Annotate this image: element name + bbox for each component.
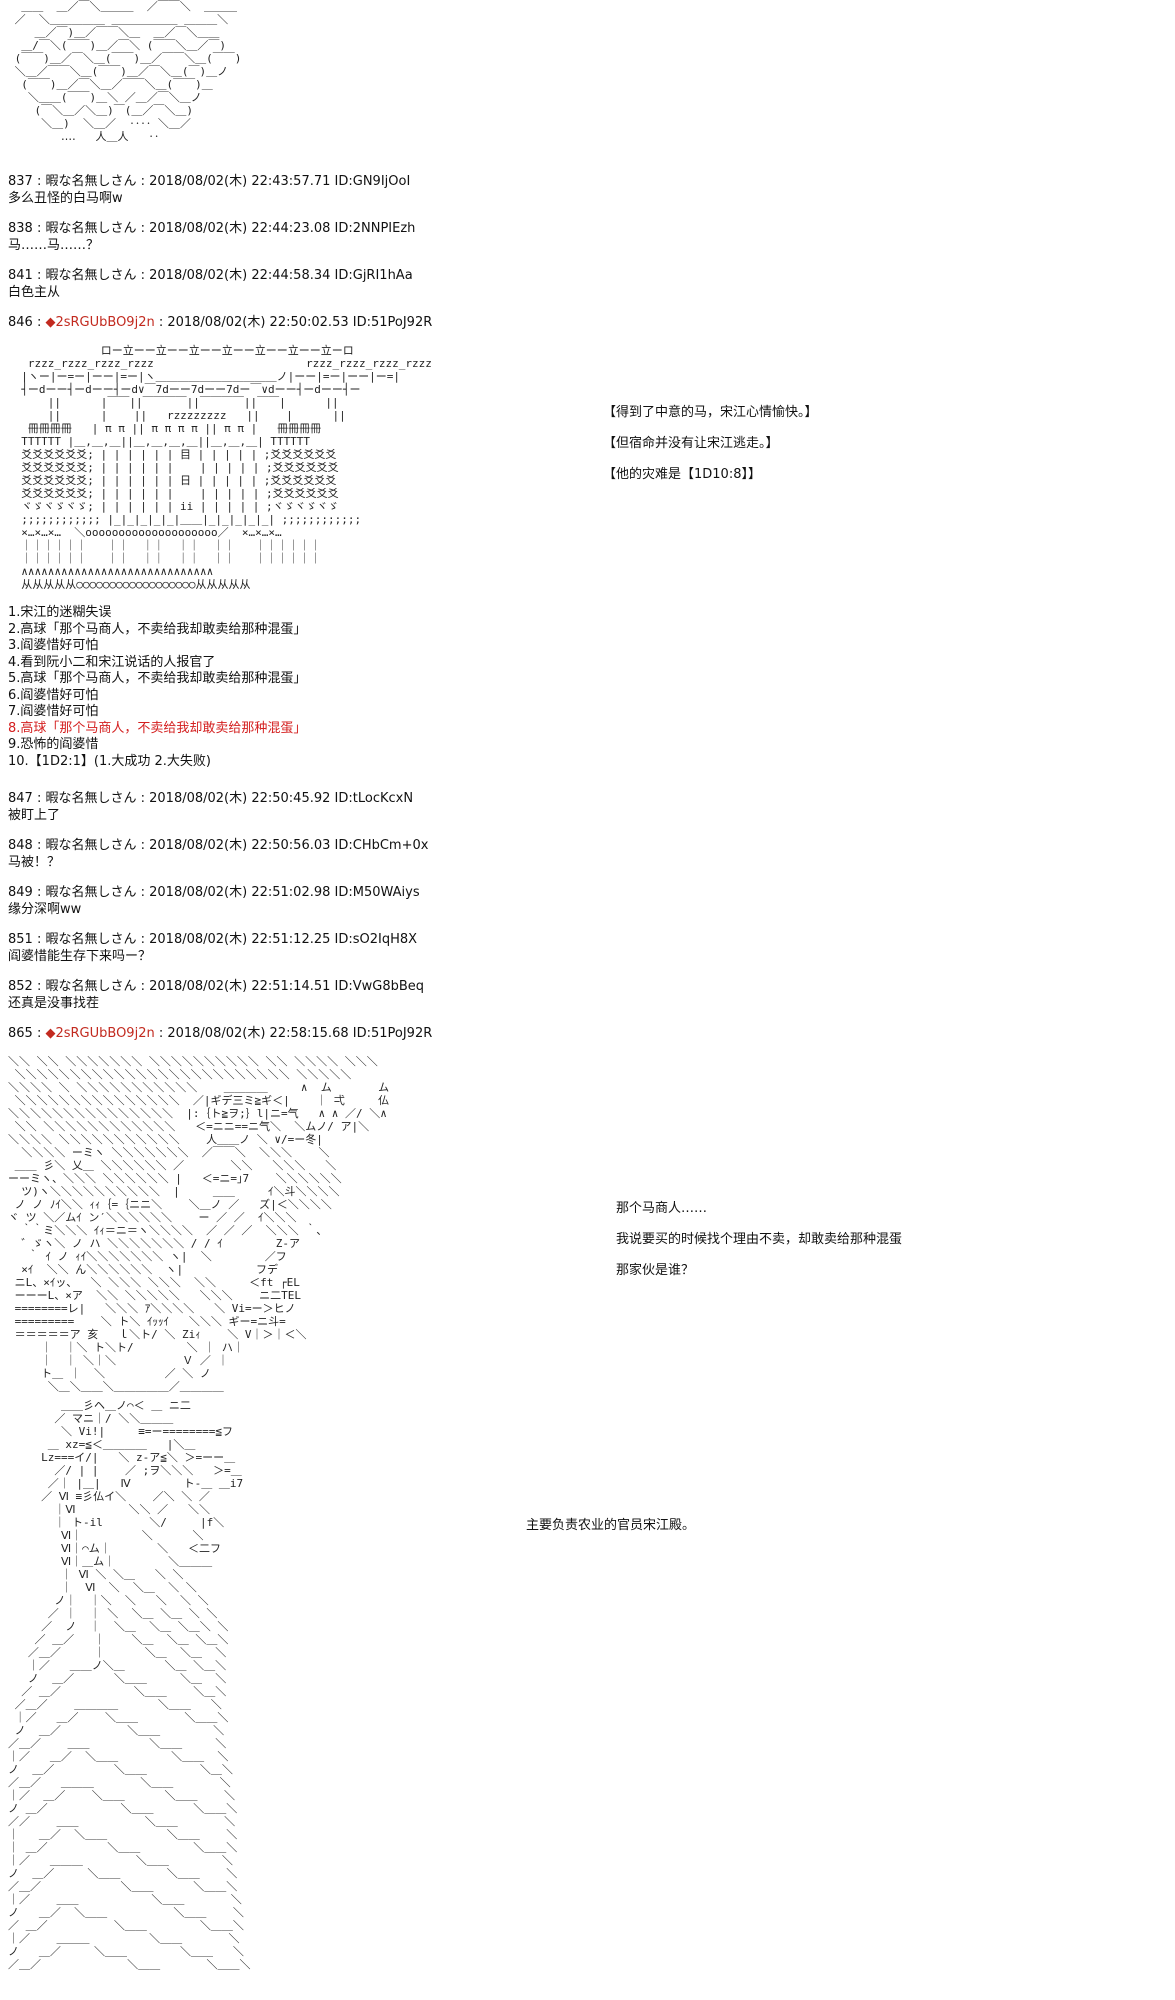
ascii-art-songjiang: ＿＿彡ヘ＿ノ⌒＜ ＿ ニ二 ／ マニ｜/ ＼＼＿＿＿ ＼ Vi!| ≡=ー===…	[8, 1399, 251, 1971]
post-865: 865 : ◆2sRGUbBO9j2n : 2018/08/02(木) 22:5…	[8, 1025, 1175, 1042]
post-header: 846 : ◆2sRGUbBO9j2n : 2018/08/02(木) 22:5…	[8, 314, 1175, 331]
post-author: 暇な名無しさん	[45, 174, 137, 189]
post-header: 848 : 暇な名無しさん : 2018/08/02(木) 22:50:56.0…	[8, 837, 1175, 854]
post-number: 848 :	[8, 838, 46, 853]
post-852: 852 : 暇な名無しさん : 2018/08/02(木) 22:51:14.5…	[8, 978, 1175, 1012]
post-header: 837 : 暇な名無しさん : 2018/08/02(木) 22:43:57.7…	[8, 173, 1175, 190]
post-header: 849 : 暇な名無しさん : 2018/08/02(木) 22:51:02.9…	[8, 884, 1175, 901]
narration-line: 【得到了中意的马，宋江心情愉快。】	[603, 405, 818, 420]
post-838: 838 : 暇な名無しさん : 2018/08/02(木) 22:44:23.0…	[8, 220, 1175, 254]
dialogue-block: 那个马商人…… 我说要买的时候找个理由不卖，却敢卖给那种混蛋 那家伙是谁？	[616, 1200, 902, 1293]
post-datetime-id: : 2018/08/02(木) 22:50:45.92 ID:tLocKcxN	[136, 791, 414, 806]
dialogue-line: 我说要买的时候找个理由不卖，却敢卖给那种混蛋	[616, 1232, 903, 1247]
choice-item-7: 7.阎婆惜好可怕	[8, 704, 99, 719]
ascii-art-stable: ロー立ーー立ーー立ーー立ーー立ーー立ーー立ーロ rzzz_rzzz_rzzz_r…	[21, 344, 432, 591]
choice-item-4: 4.看到阮小二和宋江说话的人报官了	[8, 654, 216, 670]
scene-songjiang: ＿＿彡ヘ＿ノ⌒＜ ＿ ニ二 ／ マニ｜/ ＼＼＿＿＿ ＼ Vi!| ≡=ー===…	[8, 1399, 1175, 1971]
post-body: 马……马……？	[8, 238, 100, 253]
post-number: 851 :	[8, 932, 46, 947]
post-datetime-id: : 2018/08/02(木) 22:51:02.98 ID:M50WAiys	[136, 885, 420, 900]
narration-line: 【但宿命并没有让宋江逃走。】	[603, 436, 779, 451]
choice-item-6: 6.阎婆惜好可怕	[8, 687, 99, 703]
post-author: 暇な名無しさん	[45, 885, 137, 900]
post-header: 865 : ◆2sRGUbBO9j2n : 2018/08/02(木) 22:5…	[8, 1025, 1175, 1042]
post-header: 852 : 暇な名無しさん : 2018/08/02(木) 22:51:14.5…	[8, 978, 1175, 995]
scene-merchant: ＼＼ ＼＼ ＼＼＼＼＼＼＼ ＼＼＼＼＼＼＼＼＼＼ ＼＼ ＼＼＼＼ ＼＼＼ ＼＼＼…	[8, 1055, 1175, 1393]
post-body: 还真是没事找茬	[8, 996, 100, 1011]
choice-item-5: 5.高球「那个马商人，不卖给我却敢卖给那种混蛋」	[8, 671, 307, 686]
post-851: 851 : 暇な名無しさん : 2018/08/02(木) 22:51:12.2…	[8, 931, 1175, 965]
post-number: 841 :	[8, 268, 46, 283]
post-datetime-id: : 2018/08/02(木) 22:50:56.03 ID:CHbCm+0x	[136, 838, 429, 853]
post-datetime-id: : 2018/08/02(木) 22:51:14.51 ID:VwG8bBeq	[136, 979, 425, 994]
post-datetime-id: : 2018/08/02(木) 22:43:57.71 ID:GN9IjOoI	[136, 174, 411, 189]
post-847: 847 : 暇な名無しさん : 2018/08/02(木) 22:50:45.9…	[8, 790, 1175, 824]
choice-item-3: 3.阎婆惜好可怕	[8, 638, 99, 653]
post-author: 暇な名無しさん	[45, 221, 137, 236]
post-datetime-id: : 2018/08/02(木) 22:51:12.25 ID:sO2IqH8X	[136, 932, 418, 947]
post-author: 暇な名無しさん	[45, 791, 137, 806]
post-846: 846 : ◆2sRGUbBO9j2n : 2018/08/02(木) 22:5…	[8, 314, 1175, 331]
post-number: 852 :	[8, 979, 46, 994]
post-header: 838 : 暇な名無しさん : 2018/08/02(木) 22:44:23.0…	[8, 220, 1175, 237]
post-header: 847 : 暇な名無しさん : 2018/08/02(木) 22:50:45.9…	[8, 790, 1175, 807]
post-datetime-id: : 2018/08/02(木) 22:44:58.34 ID:GjRI1hAa	[136, 268, 413, 283]
post-author: 暇な名無しさん	[45, 268, 137, 283]
choice-item-9: 9.恐怖的阎婆惜	[8, 737, 99, 752]
post-header: 841 : 暇な名無しさん : 2018/08/02(木) 22:44:58.3…	[8, 267, 1175, 284]
dialogue-line: 那个马商人……	[616, 1201, 708, 1216]
post-body: 白色主从	[8, 285, 61, 300]
post-number: 837 :	[8, 174, 46, 189]
post-author-tripcode: ◆2sRGUbBO9j2n	[45, 315, 155, 330]
post-number: 838 :	[8, 221, 46, 236]
post-848: 848 : 暇な名無しさん : 2018/08/02(木) 22:50:56.0…	[8, 837, 1175, 871]
post-841: 841 : 暇な名無しさん : 2018/08/02(木) 22:44:58.3…	[8, 267, 1175, 301]
post-837: 837 : 暇な名無しさん : 2018/08/02(木) 22:43:57.7…	[8, 173, 1175, 207]
post-body: 缘分深啊ww	[8, 902, 82, 917]
caption-block: 主要负责农业的官员宋江殿。	[526, 1517, 695, 1548]
choice-item-10-dice-result: 10.【1D2:1】(1.大成功 2.大失败)	[8, 753, 211, 769]
post-header: 851 : 暇な名無しさん : 2018/08/02(木) 22:51:12.2…	[8, 931, 1175, 948]
post-body: 阎婆惜能生存下来吗ー？	[8, 949, 152, 964]
choice-item-8-highlighted: 8.高球「那个马商人，不卖给我却敢卖给那种混蛋」	[8, 720, 307, 736]
dice-choice-list: 1.宋江的迷糊失误 2.高球「那个马商人，不卖给我却敢卖给那种混蛋」 3.阎婆惜…	[8, 605, 1175, 770]
post-number: 865 :	[8, 1026, 46, 1041]
post-number: 849 :	[8, 885, 46, 900]
ascii-art-opening: ＿＿ ＿／￣＼＿＿＿ ／￣￣＼ ＿＿＿ ／ ＼＿＿＿＿＿ ＿＿＿＿＿＿ ＿＿＿＼…	[14, 0, 242, 143]
caption-line: 主要负责农业的官员宋江殿。	[526, 1518, 696, 1533]
post-body: 马被！？	[8, 855, 61, 870]
post-author: 暇な名無しさん	[45, 932, 137, 947]
choice-item-1: 1.宋江的迷糊失误	[8, 605, 112, 620]
post-number: 846 :	[8, 315, 46, 330]
scene-opening: ＿＿ ＿／￣＼＿＿＿ ／￣￣＼ ＿＿＿ ／ ＼＿＿＿＿＿ ＿＿＿＿＿＿ ＿＿＿＼…	[8, 0, 1175, 143]
post-datetime-id: : 2018/08/02(木) 22:58:15.68 ID:51PoJ92R	[154, 1026, 433, 1041]
post-body: 被盯上了	[8, 808, 61, 823]
post-author-tripcode: ◆2sRGUbBO9j2n	[45, 1026, 155, 1041]
post-author: 暇な名無しさん	[45, 979, 137, 994]
post-body: 多么丑怪的白马啊w	[8, 191, 123, 206]
scene-stable: ロー立ーー立ーー立ーー立ーー立ーー立ーー立ーロ rzzz_rzzz_rzzz_r…	[8, 344, 1175, 591]
post-datetime-id: : 2018/08/02(木) 22:50:02.53 ID:51PoJ92R	[154, 315, 433, 330]
post-author: 暇な名無しさん	[45, 838, 137, 853]
dialogue-line: 那家伙是谁？	[616, 1263, 695, 1278]
post-datetime-id: : 2018/08/02(木) 22:44:23.08 ID:2NNPIEzh	[136, 221, 416, 236]
narration-block: 【得到了中意的马，宋江心情愉快。】 【但宿命并没有让宋江逃走。】 【他的灾难是【…	[603, 404, 818, 497]
narration-line: 【他的灾难是【1D10:8】】	[603, 467, 761, 482]
ascii-art-merchant: ＼＼ ＼＼ ＼＼＼＼＼＼＼ ＼＼＼＼＼＼＼＼＼＼ ＼＼ ＼＼＼＼ ＼＼＼ ＼＼＼…	[8, 1055, 390, 1393]
choice-item-2: 2.高球「那个马商人，不卖给我却敢卖给那种混蛋」	[8, 621, 307, 637]
post-number: 847 :	[8, 791, 46, 806]
post-849: 849 : 暇な名無しさん : 2018/08/02(木) 22:51:02.9…	[8, 884, 1175, 918]
